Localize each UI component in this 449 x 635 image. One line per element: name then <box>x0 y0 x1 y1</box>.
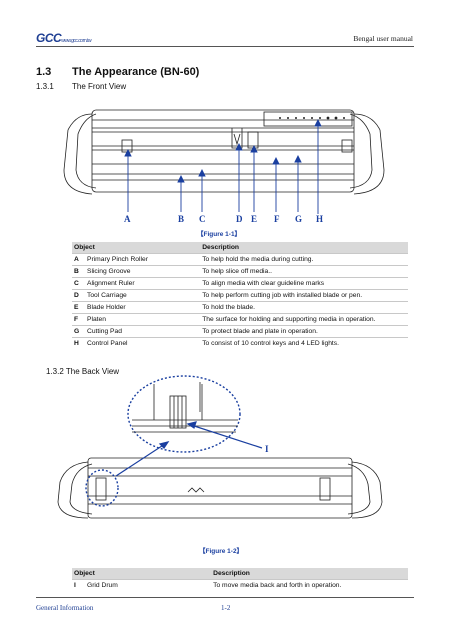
figure1-label-d: D <box>236 214 243 224</box>
footer-page-number: 1-2 <box>221 604 231 612</box>
control-panel <box>263 111 353 127</box>
gcc-logo: GCCwww.gcc.com.tw <box>36 31 92 45</box>
table-header-row: Object Description <box>72 568 408 580</box>
table-header-description: Description <box>213 568 408 580</box>
left-end-cap-back <box>57 461 89 519</box>
right-end-cap <box>353 113 385 195</box>
subsection-front-number: 1.3.1 <box>36 82 54 91</box>
footer-chapter: General Information <box>36 604 94 612</box>
manual-title: Bengal user manual <box>353 34 413 43</box>
left-end-cap <box>63 113 93 195</box>
table-header-object: Object <box>72 568 214 580</box>
figure1-label-e: E <box>251 214 258 224</box>
magnified-detail-ring <box>127 375 241 453</box>
figure1-label-b: B <box>178 214 185 224</box>
figure2-label-i: I <box>265 444 269 454</box>
grid-drum-left <box>95 477 107 501</box>
front-view-drawing <box>63 109 385 214</box>
figure1-label-a: A <box>124 214 131 224</box>
figure1-label-g: G <box>295 214 303 224</box>
pinch-roller-right <box>341 139 353 153</box>
plotter-back-body <box>87 457 353 519</box>
section-title: The Appearance (BN-60) <box>72 66 200 78</box>
header-divider <box>36 46 414 47</box>
table-header-object: Object <box>72 242 203 254</box>
section-number: 1.3 <box>36 66 52 78</box>
grid-drum-highlight-ring <box>85 469 119 507</box>
grid-drum-right <box>319 477 331 501</box>
plotter-body <box>91 109 355 193</box>
right-end-cap-back <box>351 461 383 519</box>
figure1-caption: 【Figure 1-1】 <box>197 231 242 238</box>
back-view-drawing <box>57 375 383 519</box>
figure1-label-f: F <box>274 214 280 224</box>
figure1-label-h: H <box>316 214 324 224</box>
table-header-row: Object Description <box>72 242 408 254</box>
figure2-caption: 【Figure 1-2】 <box>199 548 244 555</box>
subsection-back-title: 1.3.2 The Back View <box>46 367 120 376</box>
footer-divider <box>36 597 414 598</box>
table-header-description: Description <box>202 242 408 254</box>
subsection-front-title: The Front View <box>72 82 127 91</box>
figure1-label-c: C <box>199 214 206 224</box>
